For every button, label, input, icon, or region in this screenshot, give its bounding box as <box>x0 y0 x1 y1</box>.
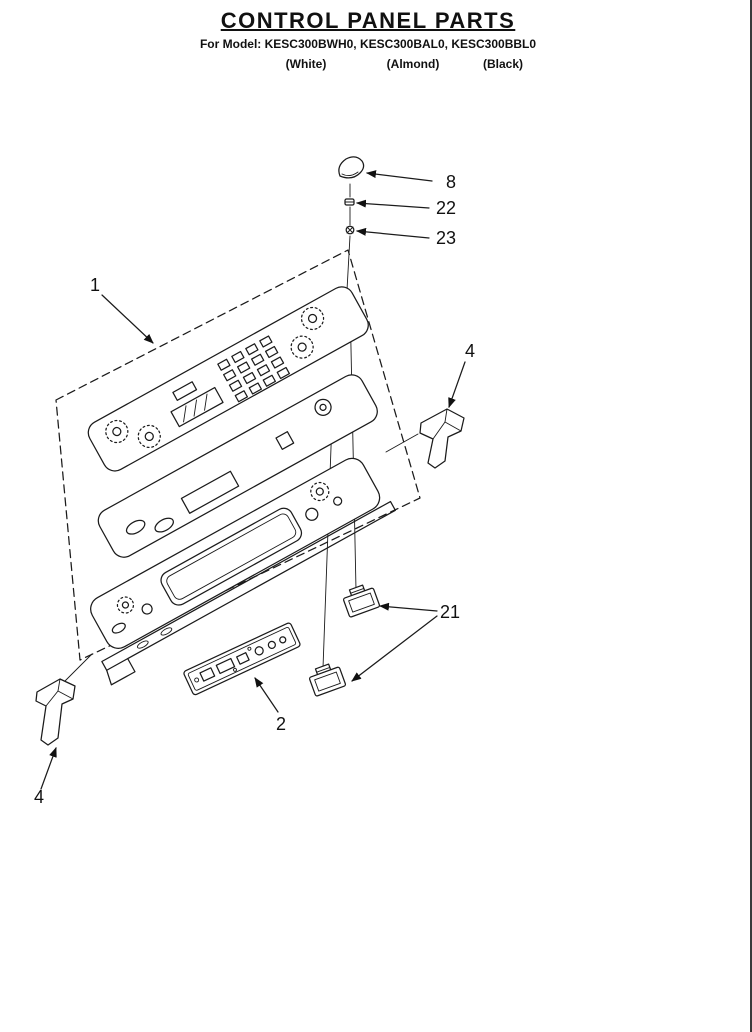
part-8-knob <box>338 156 365 179</box>
display-opening <box>180 470 240 514</box>
front-panel-flange <box>101 500 396 686</box>
callout-4-left: 4 <box>34 787 44 807</box>
callout-4-right-arrow <box>448 361 466 408</box>
variant-almond: (Almond) <box>386 57 440 71</box>
front-panel-holes-left <box>111 596 153 634</box>
model-line: For Model: KESC300BWH0, KESC300BAL0, KES… <box>199 37 537 51</box>
callout-2-arrow <box>254 677 279 713</box>
part-1-rear-panel <box>87 286 369 472</box>
part-21-switch-upper <box>342 584 381 618</box>
callout-22-arrow <box>356 199 430 209</box>
callout-arrows <box>40 170 466 790</box>
page-title: CONTROL PANEL PARTS <box>220 8 516 33</box>
part-22-fastener <box>344 198 355 206</box>
callout-21-arrow-lower <box>351 615 438 682</box>
callout-23: 23 <box>436 228 456 248</box>
end-cap-right-leader <box>385 433 419 453</box>
callout-2: 2 <box>276 714 286 734</box>
variant-black: (Black) <box>482 57 524 71</box>
callout-1: 1 <box>90 275 100 295</box>
callout-21-arrow-upper <box>379 602 438 612</box>
part-4-end-cap-right <box>419 408 465 469</box>
display-window <box>170 381 224 428</box>
scan-edge-line <box>750 0 752 1032</box>
alignment-lines <box>322 183 357 669</box>
part-4-end-cap-left <box>35 678 76 746</box>
knob-openings-right <box>290 306 325 359</box>
callout-4-left-arrow <box>40 747 57 790</box>
callout-22: 22 <box>436 198 456 218</box>
end-cap-left-leader <box>59 653 93 687</box>
callout-1-arrow <box>101 294 154 344</box>
variant-white: (White) <box>285 57 327 71</box>
part-21-switch-lower <box>308 663 347 697</box>
dashed-assembly-outline <box>55 249 421 661</box>
part-23-screw <box>345 225 355 235</box>
keypad-buttons <box>217 335 291 403</box>
callout-21: 21 <box>440 602 460 622</box>
part-1-middle-panel <box>97 374 378 558</box>
callout-8: 8 <box>446 172 456 192</box>
callout-4-right: 4 <box>465 341 475 361</box>
callout-8-arrow <box>366 170 433 182</box>
knob-openings-left <box>105 419 161 449</box>
part-2-circuit-board <box>183 622 301 696</box>
callout-23-arrow <box>356 227 430 239</box>
part-1-front-panel <box>90 457 396 686</box>
page-header: CONTROL PANEL PARTS For Model: KESC300BW… <box>0 8 736 51</box>
front-panel-holes-right <box>305 481 343 521</box>
front-panel-opening <box>160 507 303 606</box>
